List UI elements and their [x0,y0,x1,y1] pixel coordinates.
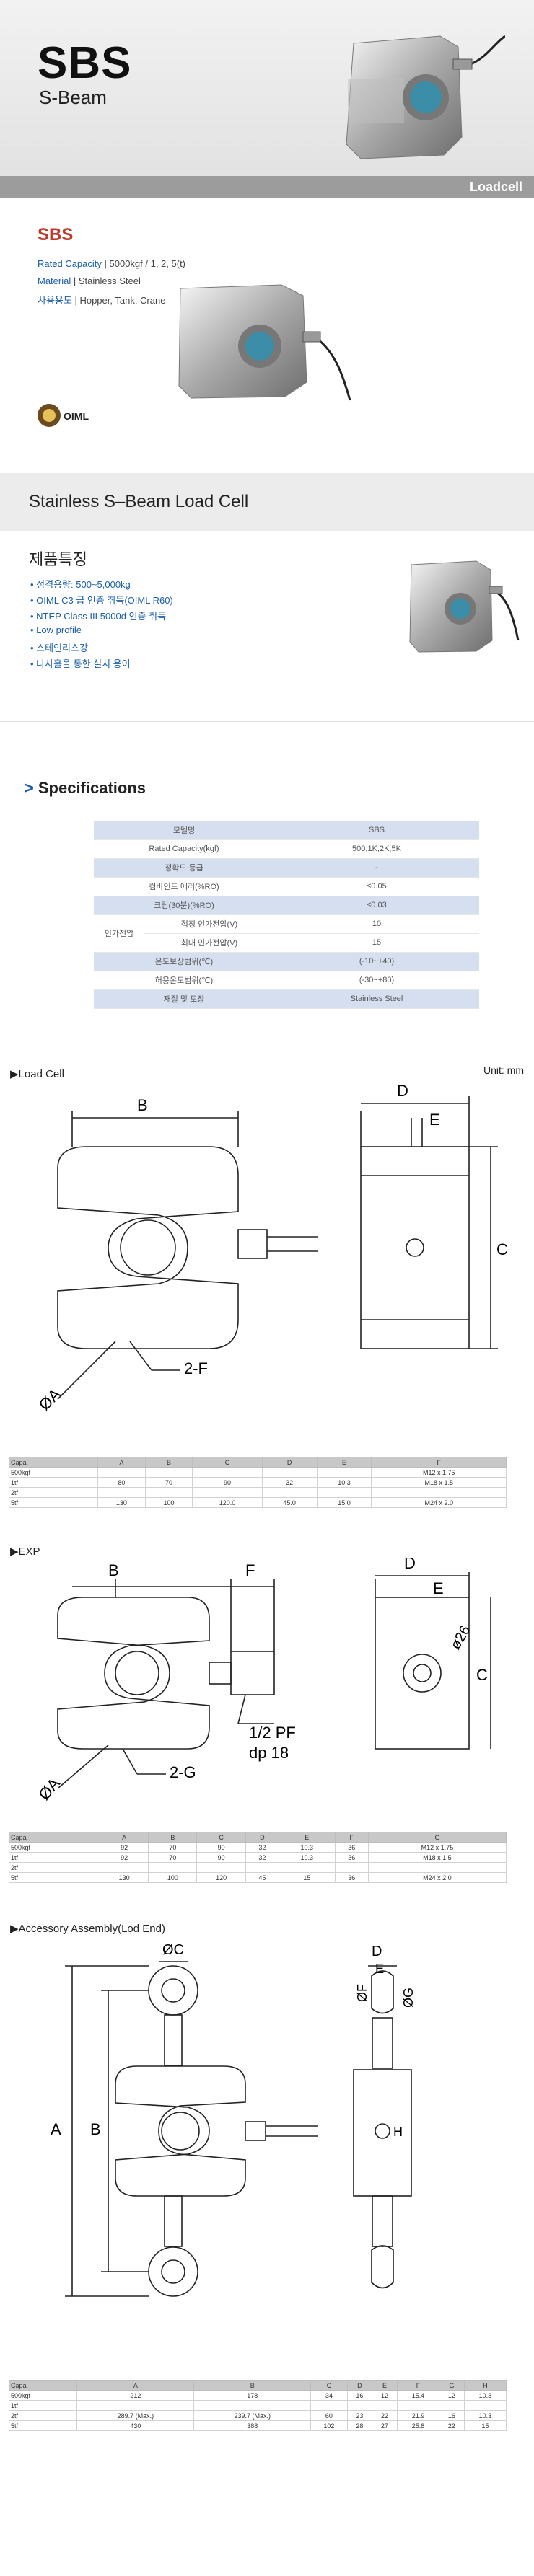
spec-row: 허용온도범위(℃)(-30~+80) [94,971,479,990]
table-row: 1tf [8,2400,507,2411]
label-f: F [245,1561,255,1579]
material-line: Material | Stainless Steel [38,275,141,286]
exp-heading: ▶EXP [10,1545,40,1558]
label-a: A [51,2120,61,2138]
label-c: C [496,1240,508,1258]
rated-capacity-line: Rated Capacity | 5000kgf / 1, 2, 5(t) [38,258,186,269]
label-b: B [137,1096,148,1114]
feature-item: NTEP Class III 5000d 인증 취득 [30,609,166,622]
spec-row: 최대 인가전압(V)15 [94,933,479,953]
label-g: 2-G [170,1763,196,1781]
label-b: B [90,2120,101,2138]
label-f: 2-F [184,1359,208,1377]
specifications-heading: >Specifications [25,779,146,797]
section-divider [0,721,534,722]
feature-item: Low profile [30,625,82,635]
usage-line: 사용용도 | Hopper, Tank, Crane [38,295,166,306]
label-c: C [476,1666,488,1684]
page-title: SBS [38,38,132,88]
spec-row: 컴바인드 에러(%RO)≤0.05 [94,877,479,896]
section-title-band: Stainless S–Beam Load Cell [0,473,534,531]
category-label: Loadcell [469,180,522,194]
label-d26: ø26 [447,1623,473,1652]
label-a: ØA [35,1385,64,1413]
label-a: ØA [35,1774,64,1804]
spec-row: Rated Capacity(kgf)500,1K,2K,5K [94,839,479,859]
spec-row: 온도보상범위(℃)(-10~+40) [94,952,479,971]
label-h: H [393,2125,403,2139]
accessory-heading: ▶Accessory Assembly(Lod End) [10,1923,165,1935]
hero-banner: SBS S-Beam [0,0,534,176]
label-e: E [429,1111,440,1129]
feature-item: OIML C3 급 인증 취득(OIML R60) [30,593,173,606]
label-dp: dp 18 [249,1744,289,1762]
category-bar: Loadcell [0,176,534,198]
features-title: 제품특징 [29,550,87,568]
feature-item: 정격용량: 500~5,000kg [30,577,131,591]
accessory-drawing: ØC A B D E ØF ØG H [51,1942,416,2297]
label-d: D [372,1944,382,1959]
oiml-logo: OIML [36,401,105,430]
section-title: Stainless S–Beam Load Cell [29,492,249,511]
product-label: SBS [38,225,74,244]
label-g: ØG [401,1988,416,2008]
label-c: ØC [162,1942,184,1958]
loadcell-hero-image [346,35,505,159]
unit-label: Unit: mm [483,1064,524,1076]
page-subtitle: S-Beam [39,87,107,108]
spec-row: 정확도 등급- [94,858,479,878]
load-cell-drawing: B D E C ØA 2-F [35,1082,508,1414]
label-pf: 1/2 PF [249,1724,296,1742]
loadcell-product-image [178,284,351,401]
loadcell-feature-image [409,560,520,653]
feature-item: 스테인리스강 [30,640,88,654]
exp-drawing: B F D E C ø26 1/2 PF dp 18 ØA 2-G [35,1558,491,1804]
label-e: E [433,1579,444,1597]
label-b: B [108,1561,119,1579]
label-d: D [397,1082,408,1100]
table-row: 2tf [9,1862,507,1873]
spec-row: 크립(30분)(%RO)≤0.03 [94,896,479,915]
oiml-text: OIML [64,410,89,422]
load-cell-heading: ▶Load Cell [10,1068,64,1080]
feature-item: 나사홀을 통한 설치 용이 [30,656,130,670]
label-f: ØF [355,1984,369,2002]
table-row: 2tf [9,1487,507,1498]
label-e: E [375,1962,384,1976]
label-d: D [404,1558,416,1572]
